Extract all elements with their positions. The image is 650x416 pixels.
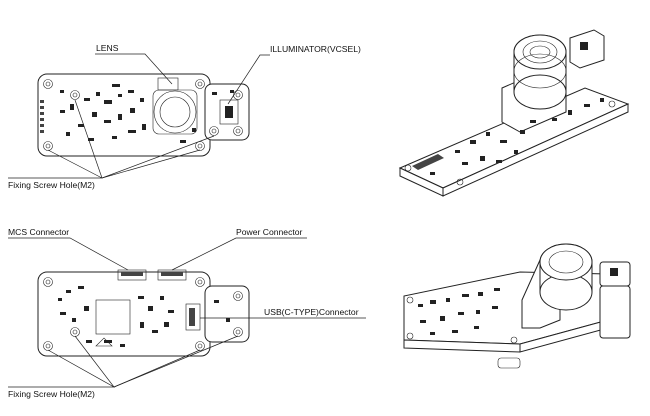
fixing-screw-hole-label-bottom: Fixing Screw Hole(M2) [8,389,95,399]
isometric-bottom-drawing [403,243,631,369]
illuminator-label: ILLUMINATOR(VCSEL) [270,44,361,54]
lens-label: LENS [96,43,119,53]
back-view-drawing [37,269,250,357]
usb-connector-label: USB(C-TYPE)Connector [264,307,359,317]
front-view-drawing [37,73,250,157]
fixing-screw-hole-label-top: Fixing Screw Hole(M2) [8,180,95,190]
mcs-connector-label: MCS Connector [8,227,69,237]
isometric-top-drawing [398,29,630,197]
callout-lines-bottom [8,237,366,388]
callout-lines-top [8,53,270,179]
power-connector-label: Power Connector [236,227,303,237]
